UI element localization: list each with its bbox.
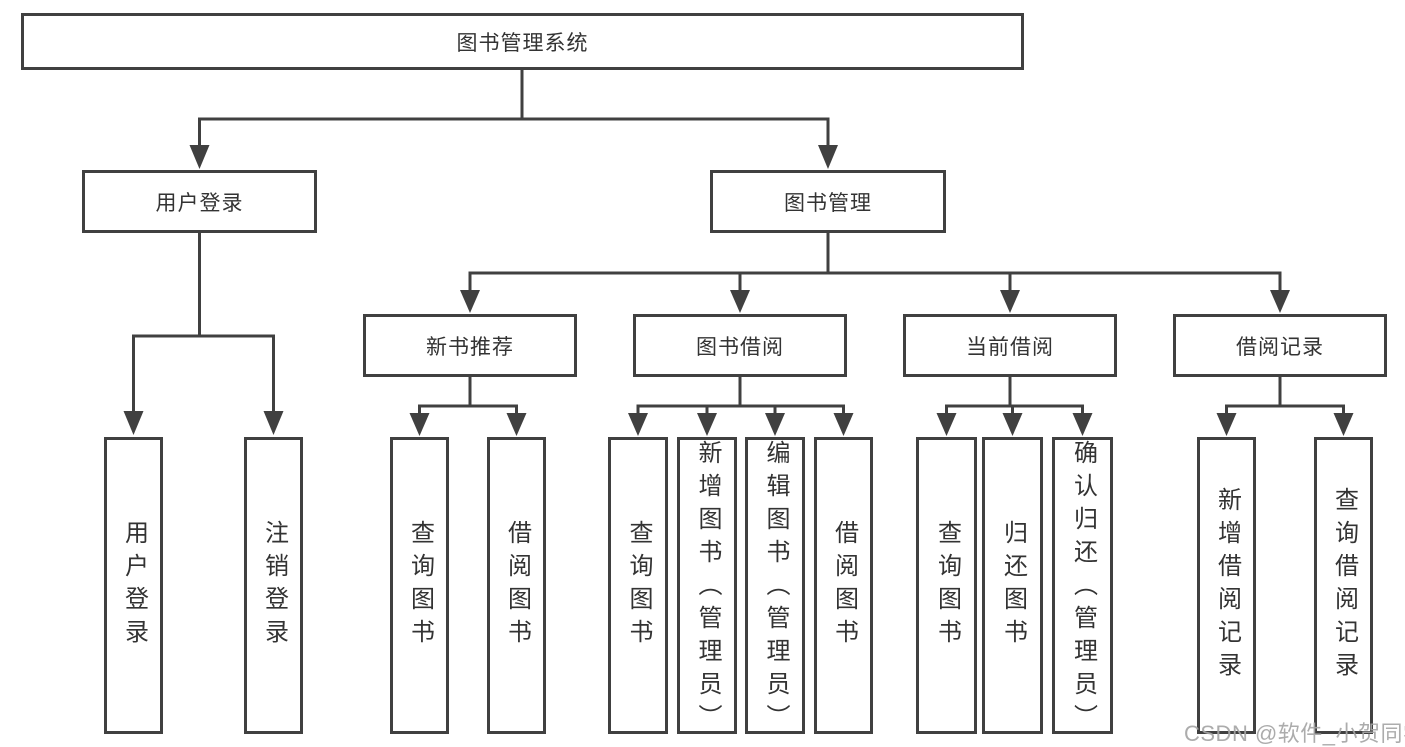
node-current-borrow: 当前借阅 (903, 314, 1117, 377)
leaf-borrow-books-1: 借阅图书 (487, 437, 546, 734)
leaf-edit-book-admin: 编辑图书（管理员） (745, 437, 805, 737)
node-book-borrow: 图书借阅 (633, 314, 847, 377)
node-book-management: 图书管理 (710, 170, 946, 233)
node-borrow-records: 借阅记录 (1173, 314, 1387, 377)
leaf-borrow-books-2: 借阅图书 (814, 437, 873, 734)
leaf-query-borrow-record: 查询借阅记录 (1314, 437, 1373, 734)
node-new-book-recommend: 新书推荐 (363, 314, 577, 377)
leaf-user-login: 用户登录 (104, 437, 163, 734)
watermark: CSDN @软件_小贺同学 (1184, 721, 1405, 746)
leaf-confirm-return-admin: 确认归还（管理员） (1052, 437, 1113, 737)
leaf-return-book: 归还图书 (982, 437, 1043, 734)
node-user-login: 用户登录 (82, 170, 317, 233)
leaf-add-borrow-record: 新增借阅记录 (1197, 437, 1256, 734)
leaf-logout: 注销登录 (244, 437, 303, 734)
leaf-query-books-2: 查询图书 (608, 437, 668, 734)
leaf-query-books-1: 查询图书 (390, 437, 449, 734)
leaf-query-books-3: 查询图书 (916, 437, 977, 734)
node-root-system: 图书管理系统 (21, 13, 1024, 70)
leaf-add-book-admin: 新增图书（管理员） (677, 437, 737, 737)
